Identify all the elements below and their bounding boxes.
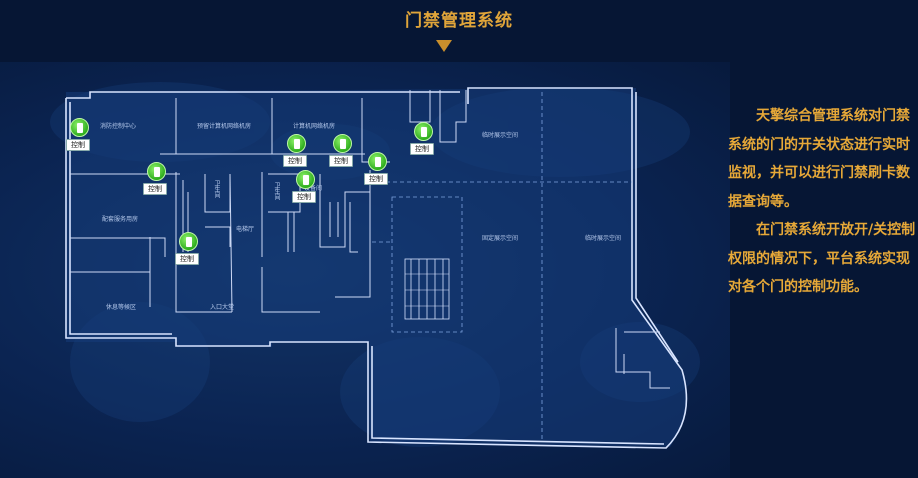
room-label-fixed-exhibit: 固定展示空间 <box>482 235 519 242</box>
building-floor <box>66 88 687 447</box>
door-control-button[interactable]: 控制 <box>143 183 167 195</box>
door-marker-3: 控制 <box>283 134 323 180</box>
room-label-temp-exhibit-1: 临时展示空间 <box>482 132 519 139</box>
door-icon[interactable] <box>414 122 433 141</box>
room-label-fire-control: 消防控制中心 <box>100 123 137 130</box>
room-label-entry-lobby: 入口大堂 <box>210 304 235 311</box>
door-icon[interactable] <box>368 152 387 171</box>
door-marker-2: 控制 <box>143 162 183 208</box>
door-control-button[interactable]: 控制 <box>329 155 353 167</box>
door-icon[interactable] <box>287 134 306 153</box>
room-label-temp-exhibit-2: 临时展示空间 <box>585 235 622 242</box>
door-control-button[interactable]: 控制 <box>410 143 434 155</box>
room-label-rest-area: 休息等候区 <box>106 304 137 311</box>
door-marker-8: 控制 <box>175 232 215 278</box>
door-control-button[interactable]: 控制 <box>364 173 388 185</box>
door-control-button[interactable]: 控制 <box>175 253 199 265</box>
door-marker-6: 控制 <box>410 122 450 168</box>
floor-plan-map: 消防控制中心 预留计算机网络机房 计算机网络机房 临时展示空间 配套服务用房 电… <box>0 62 730 478</box>
description-paragraph-1: 天擎综合管理系统对门禁系统的门的开关状态进行实时监视，并可以进行门禁刷卡数据查询… <box>728 108 910 210</box>
room-label-wc-1: 卫生间 <box>213 180 220 198</box>
door-icon[interactable] <box>147 162 166 181</box>
description-paragraph-2: 在门禁系统开放开/关控制权限的情况下，平台系统实现对各个门的控制功能。 <box>728 222 916 295</box>
door-marker-5: 控制 <box>364 152 404 198</box>
outer-walls <box>65 87 688 449</box>
door-marker-1: 控制 <box>66 118 106 164</box>
floor-plan-svg <box>50 82 700 449</box>
zone-dividers <box>372 92 632 442</box>
escalator <box>404 258 450 320</box>
room-label-service: 配套服务用房 <box>102 216 139 223</box>
title-arrow-icon <box>436 40 452 52</box>
door-marker-7: 控制 <box>292 170 332 216</box>
door-icon[interactable] <box>296 170 315 189</box>
room-label-reserved-network: 预留计算机网络机房 <box>197 123 252 130</box>
door-icon[interactable] <box>70 118 89 137</box>
door-icon[interactable] <box>179 232 198 251</box>
room-label-equipment: 设备间 <box>304 185 323 192</box>
room-label-wc-2: 卫生间 <box>273 182 280 200</box>
door-control-button[interactable]: 控制 <box>283 155 307 167</box>
door-control-button[interactable]: 控制 <box>292 191 316 203</box>
page-title: 门禁管理系统 <box>405 11 513 31</box>
description-panel: 天擎综合管理系统对门禁系统的门的开关状态进行实时监视，并可以进行门禁刷卡数据查询… <box>728 102 916 302</box>
room-label-network: 计算机网络机房 <box>293 123 336 130</box>
room-label-elevator-hall: 电梯厅 <box>236 226 255 233</box>
door-marker-4: 控制 <box>329 134 369 180</box>
door-control-button[interactable]: 控制 <box>66 139 90 151</box>
door-icon[interactable] <box>333 134 352 153</box>
